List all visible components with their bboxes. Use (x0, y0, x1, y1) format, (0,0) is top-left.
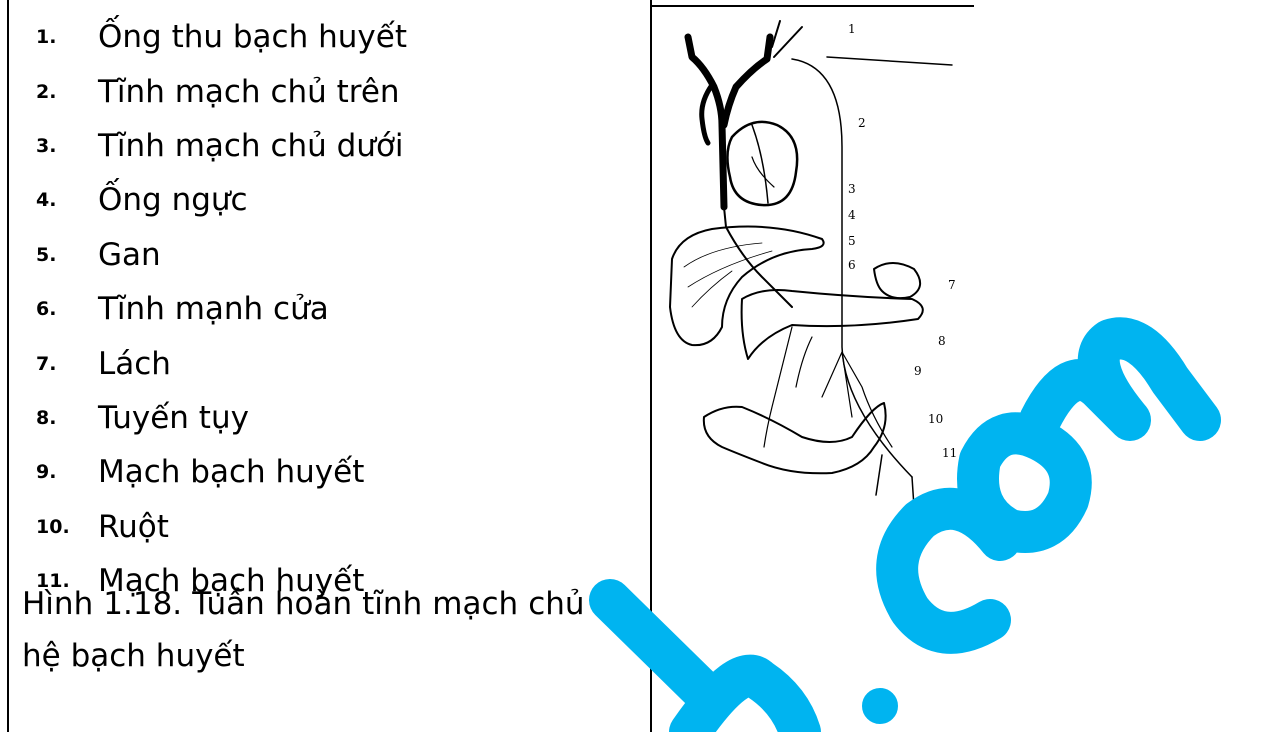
legend-label: Tĩnh mạch chủ dưới (98, 128, 404, 164)
figure-caption: Hình 1.18. Tuần hoàn tĩnh mạch chủ và hệ… (22, 578, 632, 682)
legend-label: Tĩnh mạch chủ trên (98, 74, 400, 110)
legend-number: 6. (36, 298, 98, 320)
svg-text:9: 9 (914, 364, 922, 378)
svg-text:4: 4 (848, 208, 856, 222)
list-item: 10.Ruột (36, 500, 407, 554)
svg-text:2: 2 (858, 116, 866, 130)
legend-label: Mạch bạch huyết (98, 454, 364, 490)
circulation-diagram: 1 2 3 4 5 6 7 8 9 10 11 (652, 7, 974, 527)
legend-number: 3. (36, 135, 98, 157)
list-item: 6.Tĩnh mạnh cửa (36, 282, 407, 336)
legend-number: 8. (36, 407, 98, 429)
legend-label: Lách (98, 346, 171, 382)
svg-text:11: 11 (942, 446, 957, 460)
legend-number: 2. (36, 81, 98, 103)
list-item: 5.Gan (36, 228, 407, 282)
list-item: 7.Lách (36, 336, 407, 390)
svg-text:7: 7 (948, 278, 956, 292)
legend-number: 9. (36, 461, 98, 483)
table-border-left (7, 0, 9, 732)
legend-list: 1.Ống thu bạch huyết 2.Tĩnh mạch chủ trê… (36, 10, 407, 608)
list-item: 2.Tĩnh mạch chủ trên (36, 64, 407, 118)
list-item: 4.Ống ngực (36, 173, 407, 227)
legend-label: Tuyến tụy (98, 400, 249, 436)
list-item: 3.Tĩnh mạch chủ dưới (36, 119, 407, 173)
legend-label: Ống thu bạch huyết (98, 19, 407, 55)
svg-text:5: 5 (848, 234, 856, 248)
legend-label: Ruột (98, 509, 169, 545)
legend-number: 4. (36, 189, 98, 211)
svg-text:1: 1 (848, 22, 856, 36)
legend-label: Gan (98, 237, 161, 273)
list-item: 1.Ống thu bạch huyết (36, 10, 407, 64)
svg-text:6: 6 (848, 258, 856, 272)
legend-number: 7. (36, 353, 98, 375)
legend-label: Tĩnh mạnh cửa (98, 291, 329, 327)
legend-label: Ống ngực (98, 182, 248, 218)
legend-number: 5. (36, 244, 98, 266)
svg-text:10: 10 (928, 412, 943, 426)
legend-number: 10. (36, 516, 98, 538)
list-item: 9.Mạch bạch huyết (36, 445, 407, 499)
legend-number: 1. (36, 26, 98, 48)
list-item: 8.Tuyến tụy (36, 391, 407, 445)
svg-text:8: 8 (938, 334, 946, 348)
svg-text:3: 3 (848, 182, 856, 196)
